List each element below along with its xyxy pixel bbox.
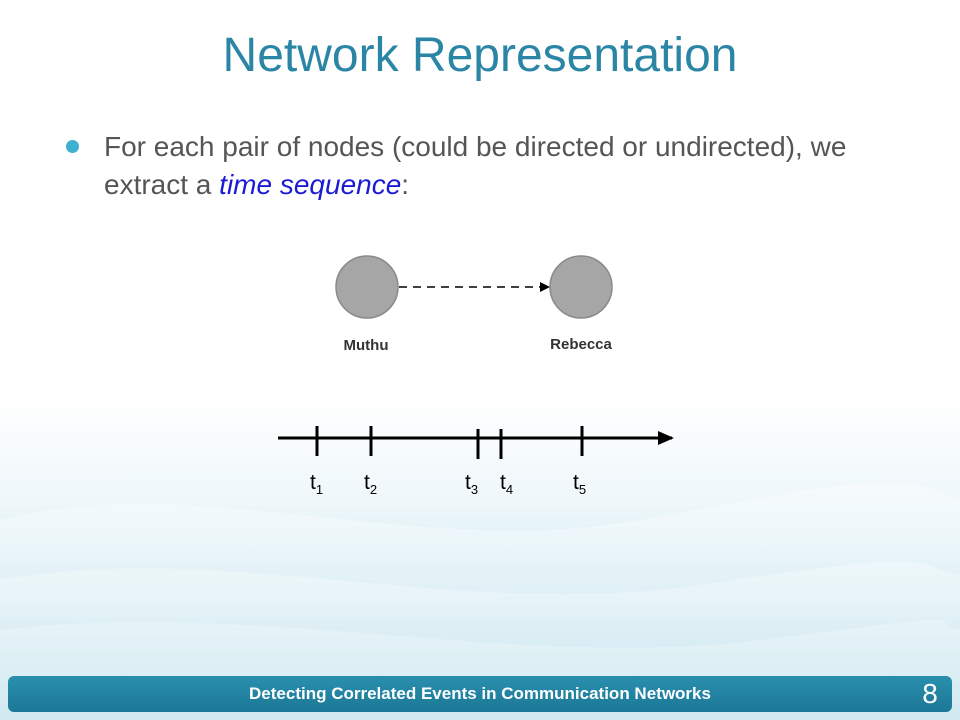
bullet-text-main: For each pair of nodes (could be directe… bbox=[104, 131, 847, 200]
page-number: 8 bbox=[922, 678, 938, 709]
footer-title: Detecting Correlated Events in Communica… bbox=[249, 684, 711, 703]
slide-title: Network Representation bbox=[222, 29, 738, 82]
tick-label-t4: t4 bbox=[500, 471, 513, 497]
node-label-muthu: Muthu bbox=[344, 337, 389, 354]
tick-label-t5: t5 bbox=[573, 471, 586, 497]
node-muthu bbox=[335, 255, 399, 319]
bullet-emphasis: time sequence bbox=[219, 169, 402, 200]
tick-label-t3: t3 bbox=[465, 471, 478, 497]
tick-label-t2: t2 bbox=[364, 471, 377, 497]
bullet-text-end: : bbox=[401, 169, 410, 200]
node-label-rebecca: Rebecca bbox=[550, 336, 612, 353]
footer-bar: Detecting Correlated Events in Communica… bbox=[8, 676, 952, 712]
bullet-text: For each pair of nodes (could be directe… bbox=[104, 128, 914, 204]
node-rebecca bbox=[549, 255, 613, 319]
tick-label-t1: t1 bbox=[310, 471, 323, 497]
bullet-dot-icon bbox=[66, 140, 79, 153]
